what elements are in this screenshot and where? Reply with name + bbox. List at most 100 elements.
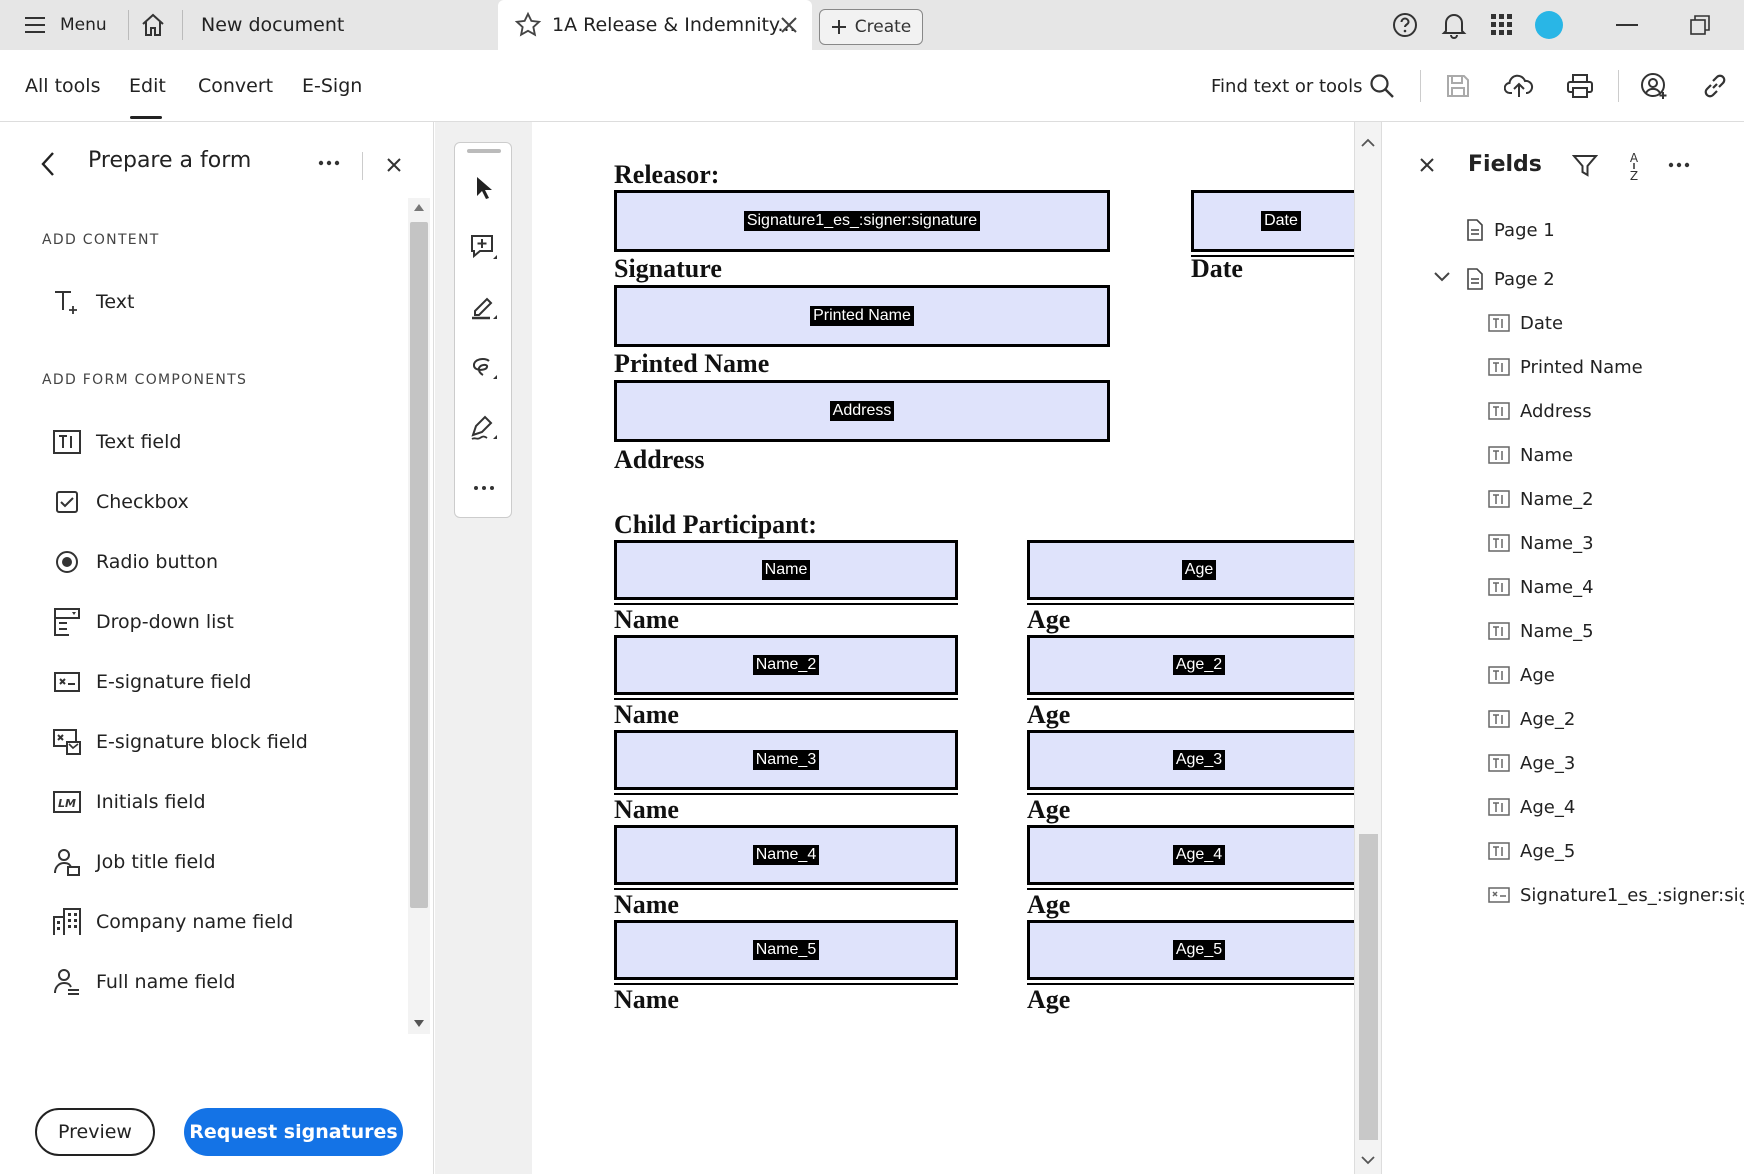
document-scrollbar[interactable] — [1354, 122, 1381, 1174]
notifications-button[interactable] — [1441, 0, 1467, 50]
age-2-form-field[interactable]: Age_2 — [1027, 635, 1354, 695]
star-icon[interactable] — [514, 11, 542, 39]
more-tools-button[interactable] — [467, 471, 501, 505]
help-button[interactable] — [1392, 0, 1418, 50]
tree-field-item[interactable]: Age_4 — [1488, 787, 1575, 827]
name-form-field[interactable]: Name — [614, 540, 958, 600]
close-tab-button[interactable] — [780, 0, 798, 50]
filter-button[interactable] — [1572, 154, 1598, 178]
back-button[interactable] — [40, 150, 56, 178]
scroll-down-arrow-icon[interactable] — [1361, 1156, 1375, 1165]
esignature-field-item[interactable]: E-signature field — [52, 662, 251, 702]
company-name-field-item[interactable]: Company name field — [52, 902, 293, 942]
tab-edit[interactable]: Edit — [129, 75, 166, 97]
home-button[interactable] — [140, 0, 166, 50]
tree-field-item[interactable]: Signature1_es_:signer:signature — [1488, 875, 1744, 915]
name-5-form-field[interactable]: Name_5 — [614, 920, 958, 980]
age-4-form-field[interactable]: Age_4 — [1027, 825, 1354, 885]
tree-field-item[interactable]: Name_2 — [1488, 479, 1594, 519]
save-button[interactable] — [1442, 70, 1474, 102]
scroll-up-arrow-icon[interactable] — [414, 204, 424, 211]
share-user-button[interactable] — [1638, 70, 1670, 102]
tree-field-item[interactable]: Age_5 — [1488, 831, 1575, 871]
select-tool[interactable] — [467, 171, 501, 205]
full-name-field-item[interactable]: Full name field — [52, 962, 235, 1002]
more-options-button[interactable] — [318, 160, 340, 166]
menu-button[interactable]: Menu — [24, 0, 107, 50]
tree-field-item[interactable]: Printed Name — [1488, 347, 1643, 387]
search-button[interactable] — [1366, 70, 1398, 102]
age-form-field[interactable]: Age — [1027, 540, 1354, 600]
tree-field-item[interactable]: Name_3 — [1488, 523, 1594, 563]
scrollbar-thumb[interactable] — [1359, 834, 1378, 1140]
request-signatures-button[interactable]: Request signatures — [184, 1108, 403, 1156]
date-form-field[interactable]: Date — [1191, 190, 1354, 252]
minimize-icon — [1616, 23, 1638, 27]
tree-field-item[interactable]: Age — [1488, 655, 1555, 695]
scrollbar-thumb[interactable] — [410, 222, 428, 908]
minimize-button[interactable] — [1616, 0, 1638, 50]
tab-all-tools[interactable]: All tools — [25, 75, 101, 97]
restore-button[interactable] — [1690, 0, 1710, 50]
tab-convert[interactable]: Convert — [198, 75, 274, 97]
name-4-form-field[interactable]: Name_4 — [614, 825, 958, 885]
expand-page-2-toggle[interactable] — [1434, 272, 1450, 282]
tab-new-document[interactable]: New document — [201, 0, 344, 50]
tree-field-item[interactable]: Name_5 — [1488, 611, 1594, 651]
tab-esign[interactable]: E-Sign — [302, 75, 363, 97]
print-button[interactable] — [1564, 70, 1596, 102]
highlight-tool[interactable] — [467, 291, 501, 325]
name-3-form-field[interactable]: Name_3 — [614, 730, 958, 790]
tree-field-item[interactable]: Age_2 — [1488, 699, 1575, 739]
tree-field-item[interactable]: Name_4 — [1488, 567, 1594, 607]
text-field-icon — [1488, 358, 1510, 376]
apps-button[interactable] — [1491, 0, 1513, 50]
find-text-label[interactable]: Find text or tools — [1211, 76, 1363, 97]
tree-page-2[interactable]: Page 2 — [1466, 259, 1555, 299]
age-3-form-field[interactable]: Age_3 — [1027, 730, 1354, 790]
draw-tool[interactable] — [467, 351, 501, 385]
radio-button-item[interactable]: Radio button — [52, 542, 218, 582]
name-2-form-field[interactable]: Name_2 — [614, 635, 958, 695]
close-panel-button[interactable] — [386, 157, 402, 173]
add-comment-tool[interactable] — [467, 231, 501, 265]
text-field-item[interactable]: Text field — [52, 422, 181, 462]
address-form-field[interactable]: Address — [614, 380, 1110, 442]
active-tab-content: 1A Release & Indemnity... — [514, 0, 796, 50]
checkbox-item[interactable]: Checkbox — [52, 482, 189, 522]
upload-button[interactable] — [1503, 70, 1535, 102]
esignature-block-field-item[interactable]: E-signature block field — [52, 722, 308, 762]
item-label: Drop-down list — [96, 611, 234, 633]
name-label: Name — [614, 890, 679, 919]
tree-field-item[interactable]: Date — [1488, 303, 1563, 343]
tab-label: New document — [201, 14, 345, 36]
initials-field-item[interactable]: LM Initials field — [52, 782, 206, 822]
tree-label: Age_2 — [1520, 708, 1576, 730]
job-title-field-item[interactable]: Job title field — [52, 842, 216, 882]
create-button[interactable]: Create — [819, 9, 923, 45]
printed-name-form-field[interactable]: Printed Name — [614, 285, 1110, 347]
drag-handle[interactable] — [467, 149, 501, 153]
panel-scrollbar[interactable] — [408, 198, 430, 1034]
preview-button[interactable]: Preview — [35, 1108, 155, 1156]
age-5-form-field[interactable]: Age_5 — [1027, 920, 1354, 980]
tab-active-document[interactable] — [498, 0, 812, 50]
scroll-up-arrow-icon[interactable] — [1361, 138, 1375, 147]
add-text-item[interactable]: Text — [52, 282, 134, 322]
sign-tool[interactable] — [467, 411, 501, 445]
copy-link-button[interactable] — [1699, 70, 1731, 102]
signature-form-field[interactable]: Signature1_es_:signer:signature — [614, 190, 1110, 252]
tree-field-item[interactable]: Name — [1488, 435, 1573, 475]
tree-page-1[interactable]: Page 1 — [1466, 210, 1555, 250]
tree-field-item[interactable]: Age_3 — [1488, 743, 1575, 783]
close-fields-panel-button[interactable] — [1420, 158, 1434, 172]
fields-more-button[interactable] — [1668, 162, 1690, 168]
scroll-down-arrow-icon[interactable] — [414, 1020, 424, 1027]
more-icon — [1668, 162, 1690, 168]
esignature-icon — [52, 667, 82, 697]
profile-button[interactable] — [1535, 0, 1563, 50]
dropdown-list-item[interactable]: Drop-down list — [52, 602, 234, 642]
save-icon — [1445, 73, 1471, 99]
tree-field-item[interactable]: Address — [1488, 391, 1592, 431]
